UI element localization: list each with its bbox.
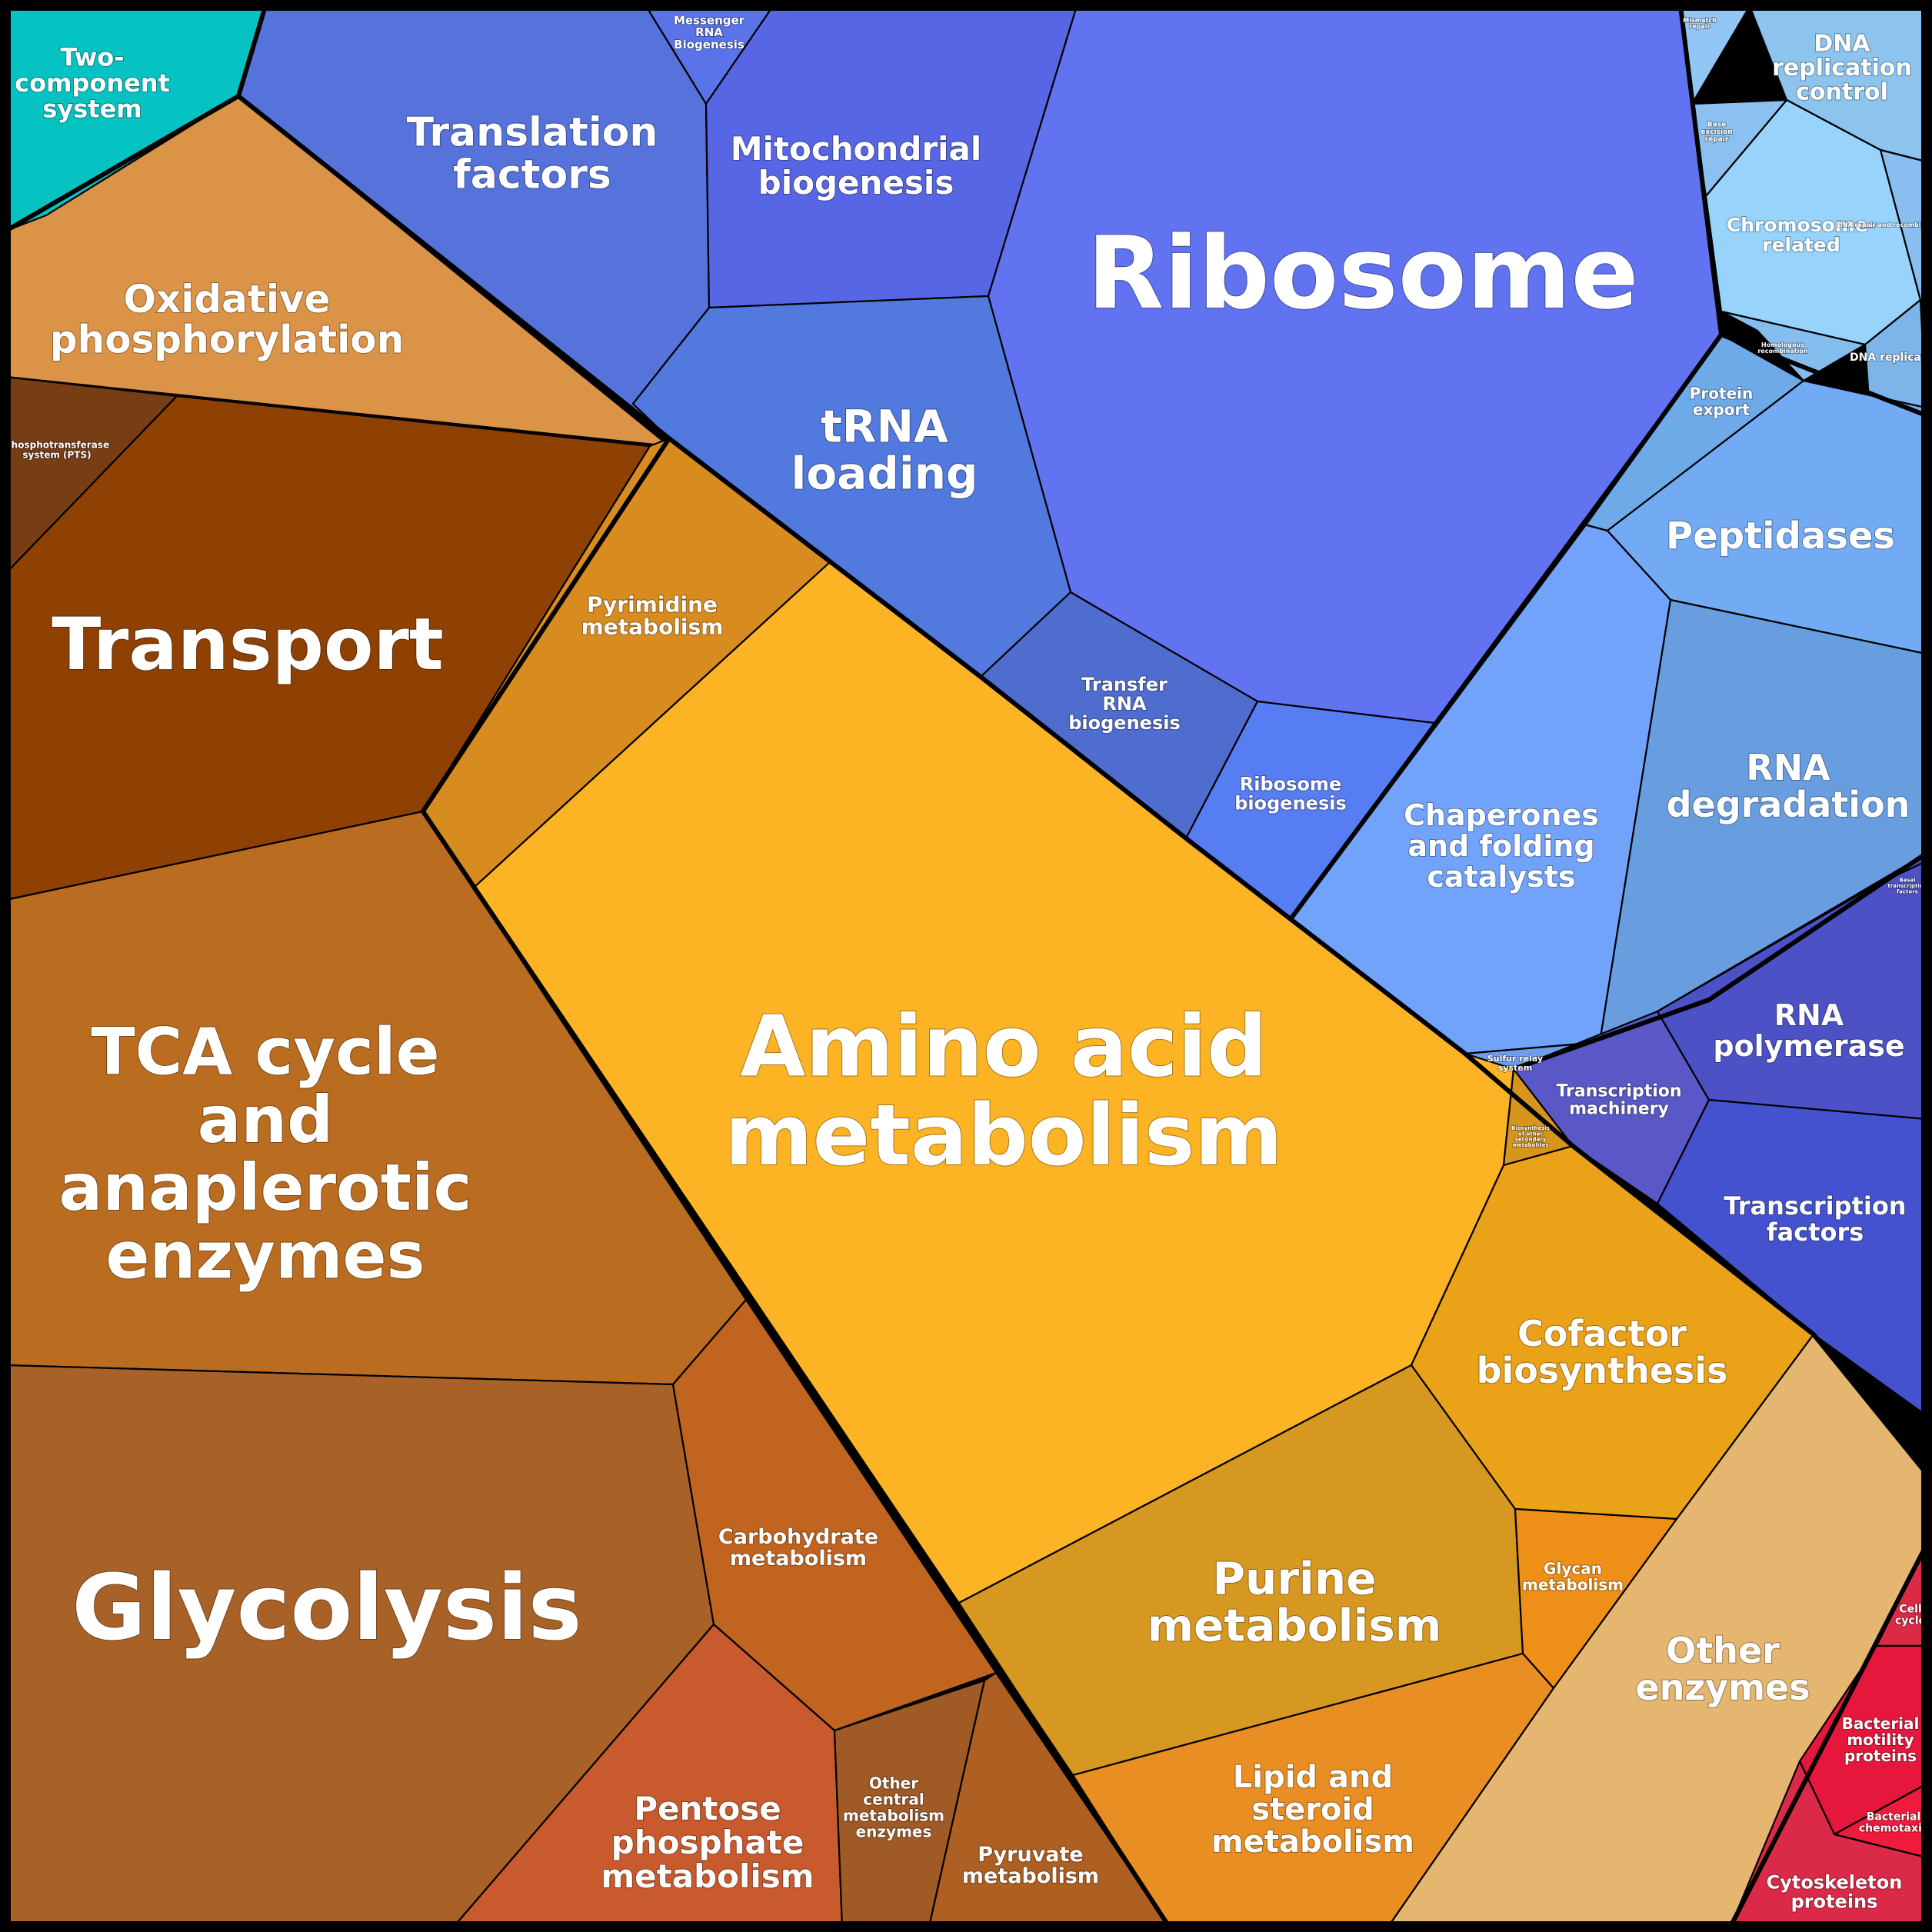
chromosome-related-label: Chromosome-related — [1727, 213, 1876, 255]
group-divider — [421, 436, 1171, 1929]
group-divider — [4, 4, 268, 233]
transport-label: Transport — [52, 603, 444, 687]
group-divider — [1511, 851, 1928, 1071]
dna-replication-label: DNA replication — [1850, 351, 1932, 364]
ribosome-label: Ribosome — [1087, 215, 1638, 331]
group-divider — [1678, 4, 1928, 418]
transcription-factors-cell — [1656, 1098, 1927, 1417]
dna-repair-recombination-label: DNA repair and recombination proteins — [1837, 222, 1932, 228]
rna-degradation-cell — [1598, 598, 1927, 1044]
peptidases-label: Peptidases — [1666, 515, 1895, 558]
group-divider — [1728, 1544, 1928, 1929]
glycolysis-label: Glycolysis — [72, 1554, 582, 1661]
carbohydrate-metabolism-cell — [671, 1298, 998, 1732]
group-divider — [1288, 332, 1724, 921]
